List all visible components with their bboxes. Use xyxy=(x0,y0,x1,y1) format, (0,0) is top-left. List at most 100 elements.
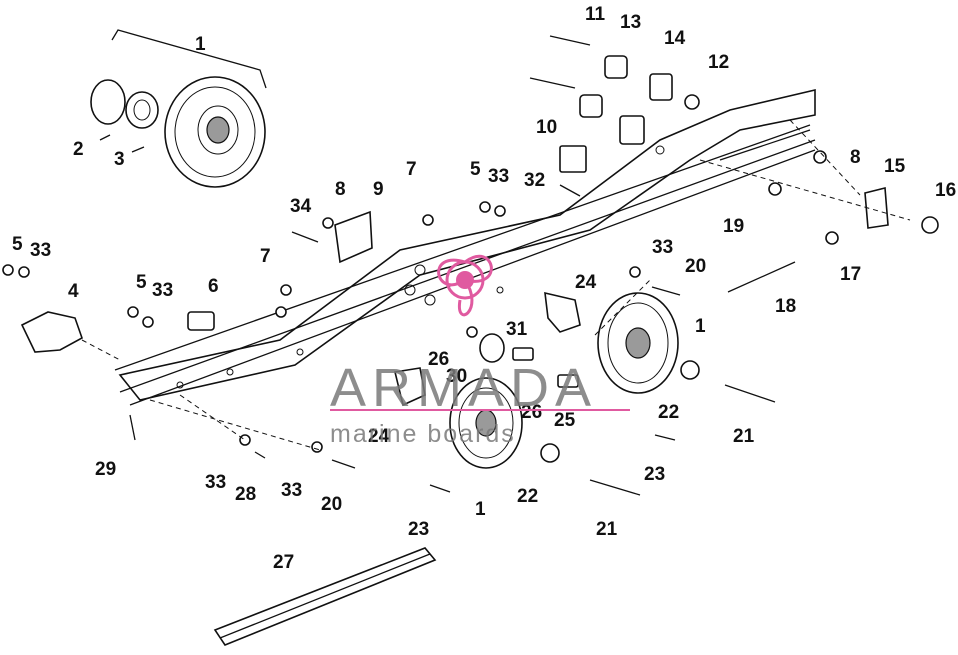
bracket-24-top xyxy=(544,291,581,333)
bushing-13a xyxy=(604,55,628,79)
callout-13: 13 xyxy=(620,12,641,33)
rail-hardware xyxy=(2,150,939,493)
callout-30: 30 xyxy=(446,366,467,387)
rail-side-plate xyxy=(118,88,816,401)
nut-7-left xyxy=(280,284,292,296)
callout-7: 7 xyxy=(260,246,271,267)
spacer-bolt xyxy=(512,347,534,361)
bracket-15 xyxy=(864,186,889,229)
callout-1: 1 xyxy=(475,499,486,520)
wheel-rim xyxy=(174,86,256,178)
wheel-hub-right xyxy=(625,327,651,359)
rail-top-edge xyxy=(114,124,811,371)
rail-hole xyxy=(424,294,436,306)
plate-9 xyxy=(334,210,373,264)
nut-8 xyxy=(322,217,334,229)
callout-24: 24 xyxy=(368,426,390,447)
slide-rail-frame xyxy=(114,88,816,406)
nut-5-left xyxy=(2,264,14,276)
wheel-rim-bottom xyxy=(458,387,514,459)
slider-block-10 xyxy=(559,145,587,173)
idler-wheel-assembly-top xyxy=(90,29,267,188)
nut-5-mid xyxy=(127,306,139,318)
callout-14: 14 xyxy=(664,28,686,49)
watermark: ARMADA marine boards xyxy=(330,254,630,448)
nut-5 xyxy=(479,201,491,213)
callout-1: 1 xyxy=(195,34,206,55)
bracket-24-bottom xyxy=(394,367,426,407)
bolt-34 xyxy=(291,231,319,243)
callout-20: 20 xyxy=(685,256,706,277)
callout-27: 27 xyxy=(273,552,294,573)
spacer-bolt-b xyxy=(557,374,579,388)
idler-wheels-lower xyxy=(449,292,776,496)
callout-33: 33 xyxy=(205,472,226,493)
callout-10: 10 xyxy=(536,117,557,138)
callout-8: 8 xyxy=(335,179,346,200)
bolt-23-bottom xyxy=(429,484,451,493)
washer-33-bottom-b xyxy=(311,441,323,453)
callout-33: 33 xyxy=(281,480,302,501)
callout-21: 21 xyxy=(733,426,755,447)
cap-16 xyxy=(921,216,939,234)
callout-5: 5 xyxy=(12,234,23,255)
rail-hole xyxy=(496,286,504,294)
callout-28: 28 xyxy=(235,484,256,505)
washer-22-right xyxy=(680,360,700,380)
callout-3: 3 xyxy=(114,149,125,170)
rail-bottom-edge xyxy=(119,139,816,393)
nut-8-right-b xyxy=(768,182,782,196)
callout-23: 23 xyxy=(644,464,665,485)
nut-17 xyxy=(825,231,839,245)
bolt-11b xyxy=(529,77,576,89)
leader xyxy=(594,279,651,336)
bolt-20-top xyxy=(651,286,681,296)
callout-12: 12 xyxy=(708,52,729,73)
bolt-23-right xyxy=(654,434,676,441)
top-hardware xyxy=(529,35,700,197)
bolt-28 xyxy=(254,451,266,459)
callout-26: 26 xyxy=(428,349,449,370)
rail-hole xyxy=(226,368,234,376)
callout-29: 29 xyxy=(95,459,116,480)
callout-11: 11 xyxy=(585,4,606,25)
washer-33-mid xyxy=(142,316,154,328)
block-14a xyxy=(649,73,673,101)
bushing-13b xyxy=(579,94,603,118)
watermark-tagline: marine boards xyxy=(330,420,516,448)
wear-strip-groove xyxy=(219,553,431,639)
callout-5: 5 xyxy=(470,159,481,180)
nut-8-right xyxy=(813,150,827,164)
rail-hole xyxy=(404,284,416,296)
callout-33: 33 xyxy=(652,237,673,258)
leader xyxy=(789,119,861,196)
spacer-31 xyxy=(479,333,505,363)
callout-25: 25 xyxy=(554,410,576,431)
callout-21: 21 xyxy=(596,519,618,540)
callout-15: 15 xyxy=(884,156,906,177)
wear-strip-27 xyxy=(213,547,437,646)
bolt-20-bottom xyxy=(331,459,356,469)
callout-33: 33 xyxy=(152,280,173,301)
callout-9: 9 xyxy=(373,179,384,200)
bearing-inner xyxy=(133,99,151,121)
callout-31: 31 xyxy=(506,319,528,340)
bolt-21-bottom xyxy=(589,479,641,496)
callout-33: 33 xyxy=(30,240,51,261)
callout-16: 16 xyxy=(935,180,956,201)
callout-23: 23 xyxy=(408,519,429,540)
washer-26 xyxy=(466,326,478,338)
washer-33-right xyxy=(629,266,641,278)
washer-22-bottom xyxy=(540,443,560,463)
washer-33 xyxy=(494,205,506,217)
leader xyxy=(149,399,321,451)
block-14b xyxy=(619,115,645,145)
bearing-ring xyxy=(125,91,159,129)
pin-32 xyxy=(559,184,581,197)
wheel-rim-right xyxy=(607,302,669,384)
rail-hole xyxy=(176,381,184,389)
callout-1: 1 xyxy=(695,316,706,337)
rail-hole xyxy=(414,264,426,276)
washer-12 xyxy=(684,94,700,110)
